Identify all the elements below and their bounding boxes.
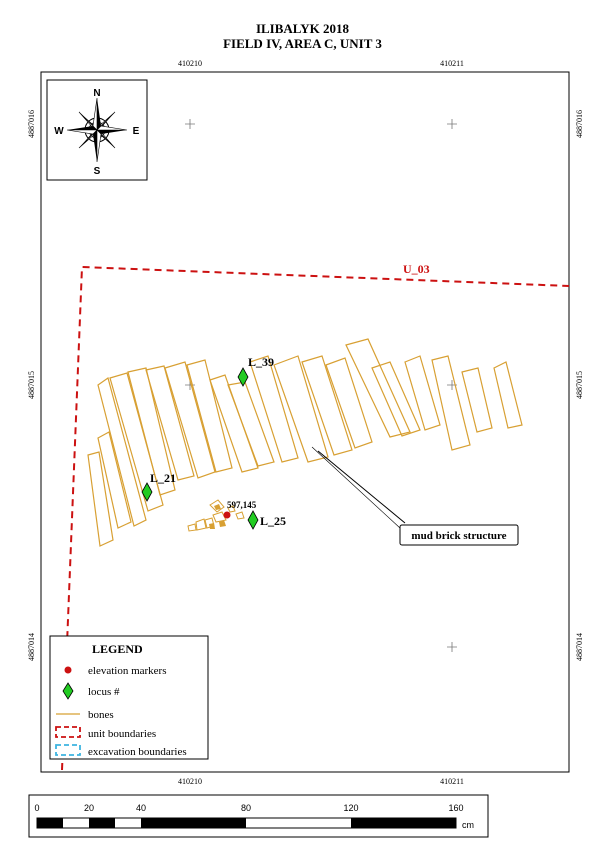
blue-dashed-box-icon	[55, 744, 81, 756]
compass-west-label: W	[54, 126, 64, 137]
legend: LEGEND elevation markers locus # bones u…	[49, 635, 209, 760]
locus-label-l39: L_39	[248, 355, 274, 369]
grid-label-y-left-2: 4887015	[27, 371, 36, 399]
map-title: ILIBALYK 2018	[255, 21, 350, 36]
callout-box	[399, 524, 519, 546]
legend-item-label: elevation markers	[88, 665, 167, 677]
scale-unit-label: cm	[462, 820, 474, 830]
legend-item-label: unit boundaries	[88, 728, 156, 740]
unit-boundary-line	[61, 265, 570, 771]
scale-tick-label: 20	[84, 803, 94, 813]
unit-label: U_03	[403, 262, 430, 276]
legend-item-label: excavation boundaries	[88, 746, 187, 758]
callout-label: mud brick structure	[411, 530, 506, 542]
grid-label-x-bottom-1: 410210	[178, 777, 202, 786]
grid-crosses	[185, 119, 457, 652]
bone-fragments-filled	[209, 504, 226, 529]
elevation-label: 597,145	[227, 500, 257, 510]
locus-label-l21: L_21	[150, 471, 176, 485]
elevation-marker	[223, 511, 231, 519]
locus-marker-l39	[237, 367, 249, 387]
scale-tick-label: 160	[448, 803, 463, 813]
locus-label-l25: L_25	[260, 514, 286, 528]
green-diamond-icon	[62, 682, 74, 700]
compass-east-label: E	[133, 126, 140, 137]
scale-tick-label: 80	[241, 803, 251, 813]
mud-brick-structure	[87, 338, 523, 547]
scale-tick-label: 40	[136, 803, 146, 813]
compass-rose: N S E W	[46, 79, 148, 181]
map-frame	[40, 71, 570, 773]
grid-label-x-bottom-2: 410211	[440, 777, 464, 786]
grid-label-x-top-1: 410210	[178, 59, 202, 68]
red-dashed-box-icon	[55, 726, 81, 738]
grid-label-y-right-3: 4887014	[575, 633, 584, 661]
locus-marker-l21	[141, 482, 153, 502]
grid-label-y-right-2: 4887015	[575, 371, 584, 399]
map-subtitle: FIELD IV, AREA C, UNIT 3	[223, 36, 382, 51]
callout-leader-line	[317, 450, 406, 524]
legend-item-label: locus #	[88, 686, 120, 698]
scale-bar: 0 20 40 80 120 160 cm	[28, 794, 489, 838]
compass-north-label: N	[93, 88, 100, 99]
scale-tick-label: 0	[34, 803, 39, 813]
red-dot-icon	[64, 666, 72, 674]
legend-item-label: bones	[88, 709, 114, 721]
grid-label-y-left-3: 4887014	[27, 633, 36, 661]
grid-label-y-right-1: 4887016	[575, 110, 584, 138]
locus-marker-l25	[247, 510, 259, 530]
grid-label-x-top-2: 410211	[440, 59, 464, 68]
grid-label-y-left-1: 4887016	[27, 110, 36, 138]
compass-south-label: S	[94, 166, 101, 177]
scale-tick-label: 120	[343, 803, 358, 813]
legend-title: LEGEND	[92, 642, 143, 656]
